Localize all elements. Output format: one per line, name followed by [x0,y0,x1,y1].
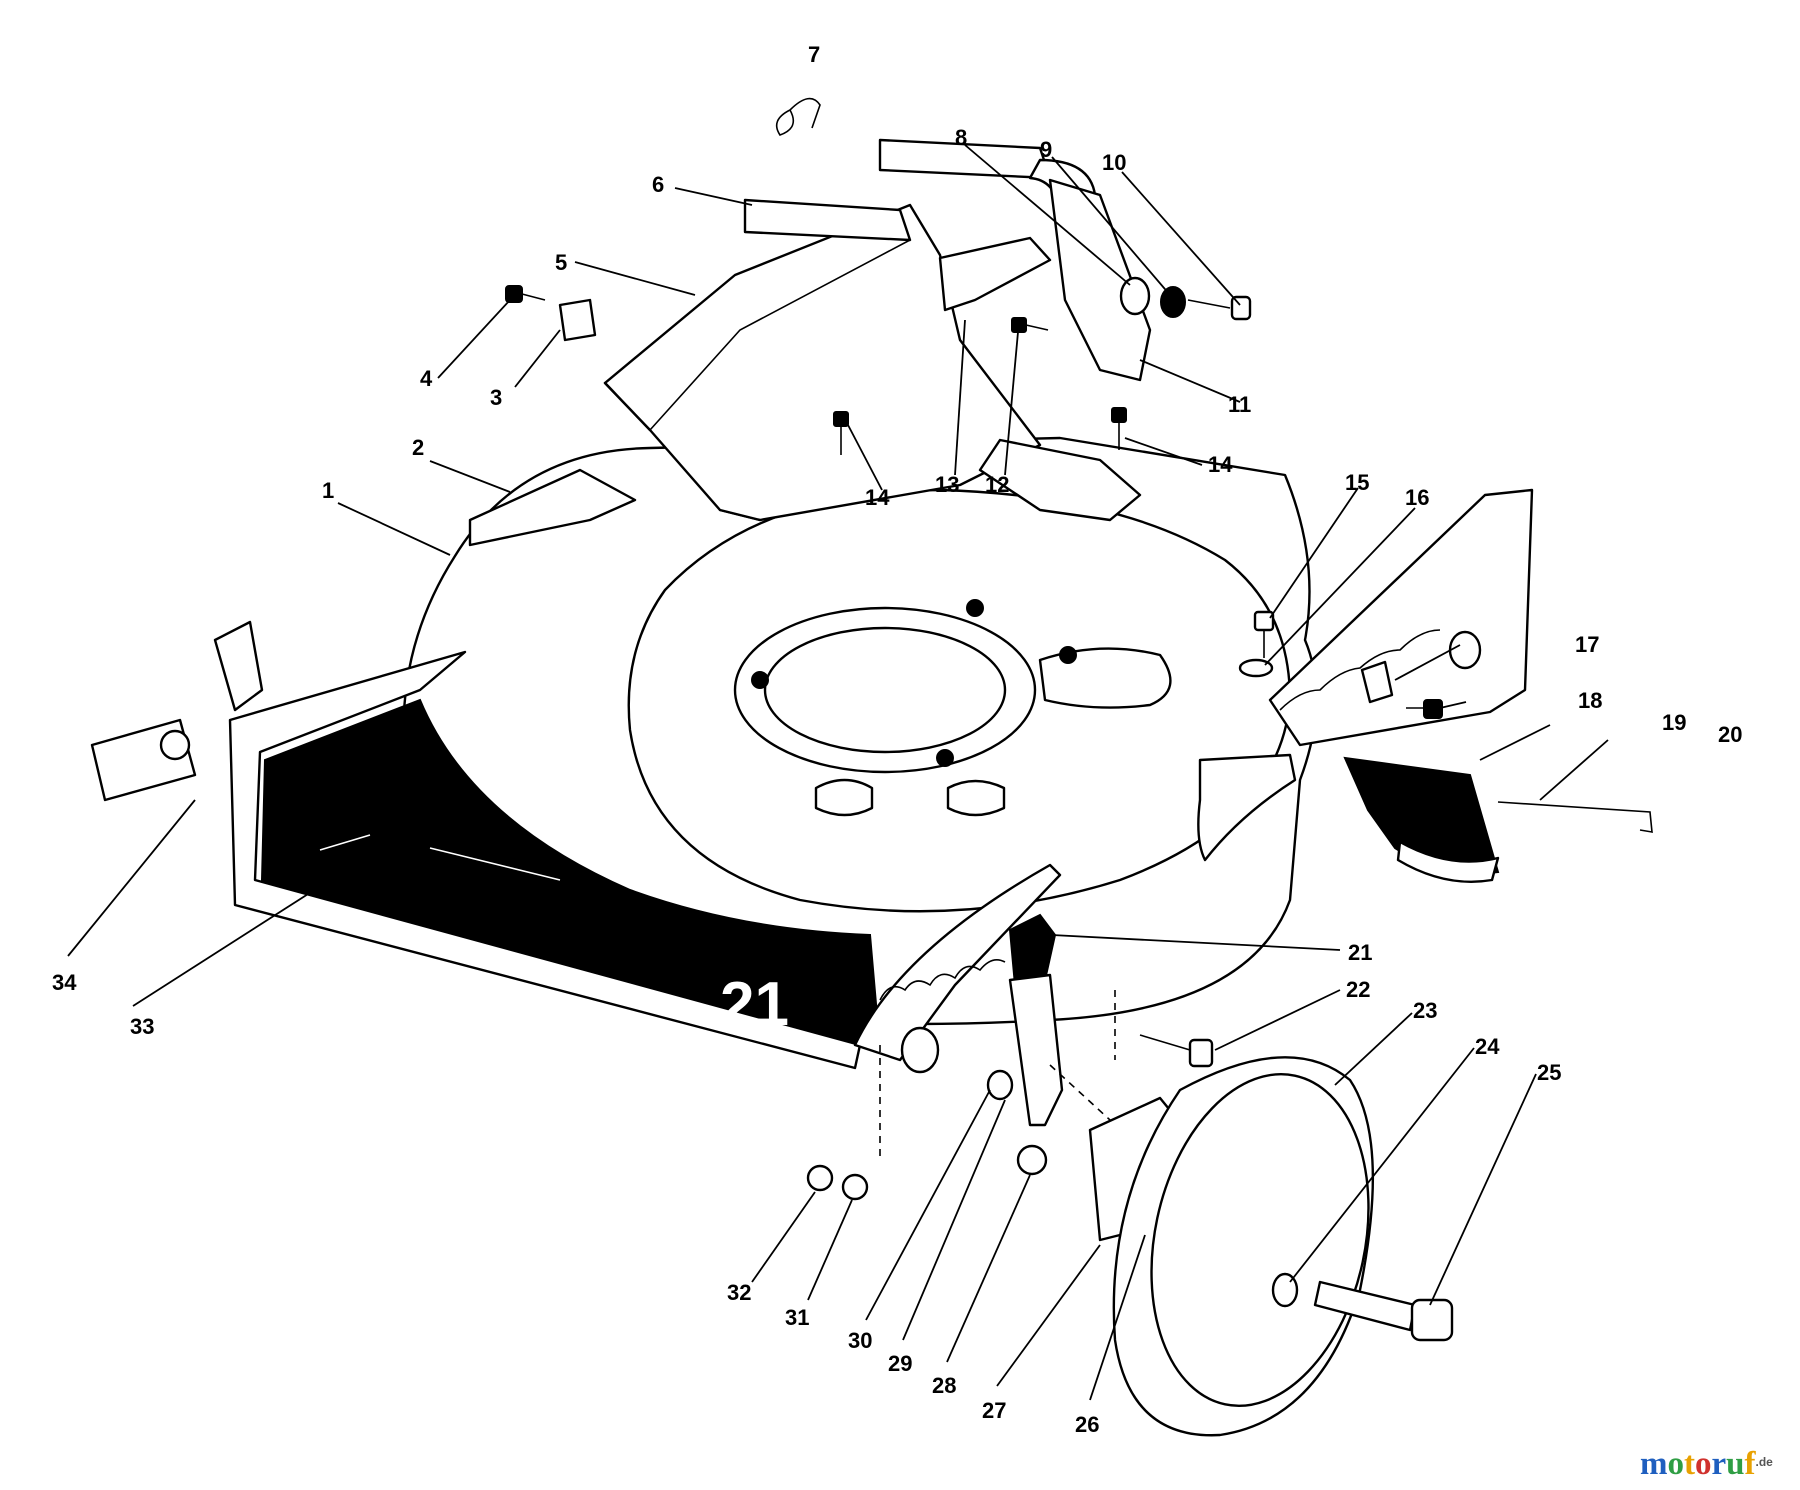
hex-bolt [833,411,849,455]
callout-19: 19 [1662,710,1686,735]
pivot-arm [1008,913,1064,1127]
washer-31 [841,1173,869,1201]
callout-6: 6 [652,172,664,197]
callout-21: 21 [1348,940,1372,965]
callout-12: 12 [985,472,1009,497]
spring [1119,276,1151,316]
wheel-bolt [1139,1034,1214,1068]
callout-2: 2 [412,435,424,460]
callout-5: 5 [555,250,567,275]
callout-3: 3 [490,385,502,410]
callout-10: 10 [1102,150,1126,175]
callout-18: 18 [1578,688,1602,713]
clip [558,298,597,342]
callout-7: 7 [808,42,820,67]
callout-8: 8 [955,125,967,150]
callout-29: 29 [888,1351,912,1376]
callout-14b: 14 [1208,452,1233,477]
callout-23: 23 [1413,998,1437,1023]
mower-deck [402,436,1318,1026]
axle-bolt [1313,1280,1454,1342]
left-height-adjuster [90,620,264,802]
right-height-rack [1268,488,1534,747]
callout-20: 20 [1718,722,1742,747]
callout-15: 15 [1345,470,1369,495]
watermark-suffix: .de [1756,1455,1774,1469]
watermark-letter: m [1640,1446,1668,1482]
watermark-letter: o [1668,1446,1685,1482]
callout-34: 34 [52,970,77,995]
rear-height-rack [853,863,1062,1074]
callout-26: 26 [1075,1412,1099,1437]
latch-plate [938,236,1052,312]
hinge-bracket [1048,178,1152,382]
callout-28: 28 [932,1373,956,1398]
flap-rod [1497,801,1653,833]
hex-bolt [505,285,546,303]
callout-22: 22 [1346,977,1370,1002]
watermark-logo: motoruf.de [1640,1446,1773,1482]
watermark-letter: o [1695,1446,1712,1482]
callout-27: 27 [982,1398,1006,1423]
baffle-plate [468,468,637,547]
pivot-bolt [1011,317,1049,333]
callout-1: 1 [322,478,334,503]
watermark-letter: r [1712,1446,1727,1482]
callout-31: 31 [785,1305,809,1330]
rear-flap [1343,756,1500,883]
callout-32: 32 [727,1280,751,1305]
lever-17 [1360,660,1394,704]
callout-4: 4 [420,366,433,391]
deck-size-label: 21 [720,970,789,1039]
bolt-15 [1253,610,1275,658]
hair-pin [775,97,821,136]
bolt-18 [1406,699,1443,719]
shoulder-bolt [1187,295,1252,321]
watermark-letter: t [1684,1446,1695,1482]
callout-13: 13 [935,472,959,497]
washer [1160,286,1186,318]
nut-28 [1016,1144,1048,1176]
washer-29 [986,1069,1014,1101]
callout-14a: 14 [865,485,890,510]
callout-9: 9 [1040,137,1052,162]
callout-11: 11 [1228,392,1251,417]
watermark-letter: u [1726,1446,1744,1482]
callout-25: 25 [1537,1060,1561,1085]
callout-30: 30 [848,1328,872,1353]
nut-32 [806,1164,834,1192]
front-skirt [228,650,882,1070]
watermark-letter: f [1745,1446,1757,1482]
callout-16: 16 [1405,485,1429,510]
rear-wheel [1112,1056,1374,1437]
callout-33: 33 [130,1014,154,1039]
leader-lines [67,144,1609,1401]
hex-bolt [1111,407,1127,450]
callout-24: 24 [1475,1034,1500,1059]
washer-16 [1238,658,1274,678]
callout-labels: 1 2 3 4 5 6 7 8 9 10 11 12 13 14 14 15 1… [52,42,1742,1437]
handle-housing [603,203,1142,522]
callout-17: 17 [1575,632,1599,657]
